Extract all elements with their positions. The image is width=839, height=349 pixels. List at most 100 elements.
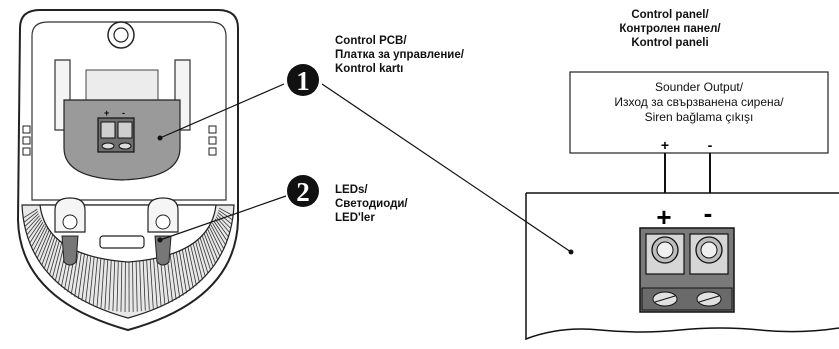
grille-fin [23,208,38,219]
grille-fin [201,234,214,267]
callout-1-marker: 1 [287,64,319,96]
callout-1-line-2: Платка за управление/ [335,49,464,61]
grille-fin [70,248,80,295]
callout-2-line-1: LEDs/ [335,184,368,196]
grille-fin [146,256,150,310]
grille-fin [116,257,119,312]
led-left [54,197,86,266]
callout-2-line-2: Светодиоди/ [335,198,408,210]
grille-fin [34,227,48,255]
panel-output-minus: - [708,137,713,153]
panel-output-plus: + [661,137,669,153]
grille-fin [29,221,44,243]
grille-fin [33,225,47,251]
grille-fin [46,237,58,273]
grille-fin [205,230,219,260]
output-line-2: Изход за свързванена сирена/ [614,95,784,109]
grille-fin [88,253,95,305]
grille-fin [96,255,102,308]
sounder-output-box [569,71,829,154]
grille-fin [178,248,188,294]
grille-fin [25,215,40,231]
callout-2-line-3: LED'ler [335,212,375,224]
grille-fin [112,257,116,311]
grille-fin [216,214,231,229]
grille-fin [49,238,61,276]
panel-title-line-3: Kontrol paneli [631,37,709,49]
terminal-plus-sign: + [656,202,671,232]
grille-fin [209,226,223,253]
grille-fin [149,256,154,309]
grille-fin [28,219,42,239]
grille-fin [203,232,216,264]
grille-fin [41,233,54,266]
grille-fin [217,212,232,225]
grille-fin [104,256,109,310]
svg-text:1: 1 [296,66,310,96]
grille-fin [92,254,99,306]
callout-1-label: Control PCB/ Платка за управление/ Kontr… [335,34,464,76]
grille-fin [218,207,234,216]
grille-fin [194,239,206,277]
grille-fin [81,252,89,301]
callout-1-leader-terminal [321,83,572,253]
grille-fin [23,211,39,223]
output-line-3: Siren bağlama çıkışı [644,110,754,124]
grille-fin [186,244,197,286]
led-right [147,197,179,266]
callout-1-line-1: Control PCB/ [335,35,407,47]
grille-fin [199,236,211,271]
grille-fin [43,235,56,269]
grille-fin [39,231,52,262]
grille-fin [100,256,105,309]
side-slots [22,125,217,156]
grille-fin [85,253,92,303]
grille-fin [74,250,83,297]
panel-title-line-1: Control panel/ [631,9,709,21]
grille-fin [142,257,146,311]
grille-fin [210,224,224,249]
grille-fin [152,255,158,308]
grille-fin [175,249,184,296]
grille-fin [214,218,229,237]
callout-2-leader-led [159,195,287,241]
pcb-plus-sign: + [104,108,109,118]
grille-fin [172,250,181,298]
grille-fin [213,220,228,241]
pcb-enlarged-section [525,192,839,341]
control-panel-title: Control panel/ Контролен панел/ Kontrol … [590,8,750,50]
grille-fin [218,209,233,221]
grille-fin [156,255,162,307]
grille-fin [132,257,134,312]
output-line-1: Sounder Output/ [654,80,744,94]
grille-fin [139,257,142,312]
callout-1-leader-pcb [159,83,285,139]
grille-fin [207,228,221,257]
grille-fin [26,217,41,235]
grille-fin [135,257,138,312]
grille-fin [169,251,177,300]
grille-fin [31,223,45,247]
svg-text:2: 2 [296,177,310,207]
grille-fin [108,257,112,311]
grille-fin [36,229,50,259]
sounder-output-text: Sounder Output/ Изход за свързванена сир… [570,80,828,125]
grille-fin [51,240,63,279]
sounder-device: + - [16,9,239,332]
grille-fin [181,246,191,291]
callout-1-line-3: Kontrol kartı [335,63,404,75]
grille-fin [184,245,194,289]
callout-2-label: LEDs/ Светодиоди/ LED'ler [335,183,408,225]
grille-fin [120,257,123,312]
grille-fin [192,241,203,280]
sounder-inner-frame [31,21,227,201]
grille-fin [189,242,200,283]
grille-fin [24,213,39,227]
grille-fin [212,222,226,245]
grille-fin [197,237,209,274]
terminal-block [639,227,735,313]
grille-fin [77,251,86,299]
terminal-minus-sign: - [704,198,713,228]
callout-2-marker: 2 [287,175,319,207]
